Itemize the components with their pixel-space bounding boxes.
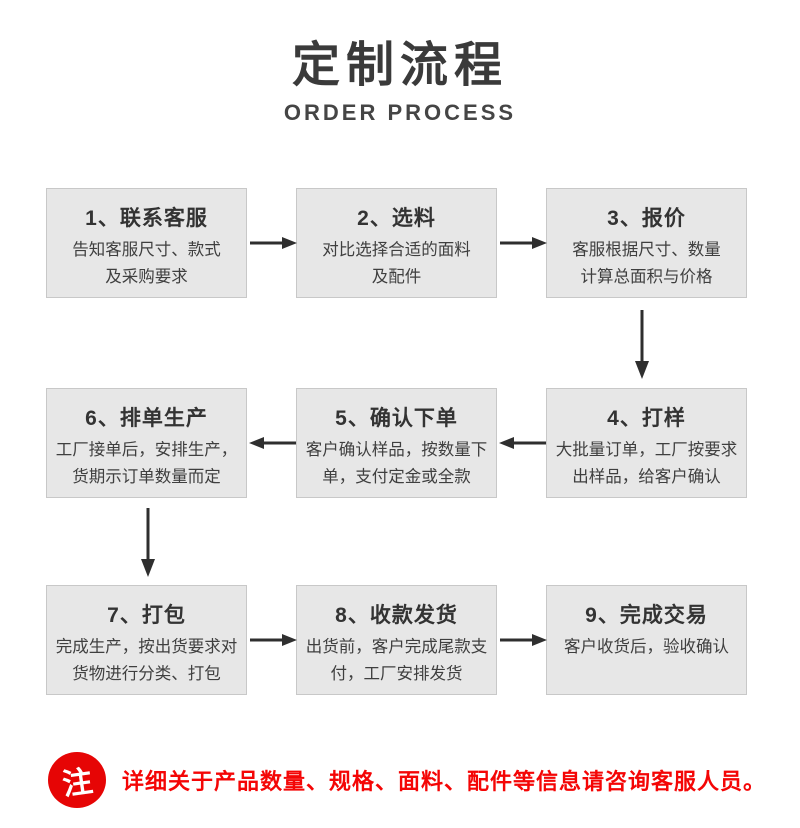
step-desc-line: 计算总面积与价格: [580, 268, 713, 286]
step-title: 9、完成交易: [585, 604, 708, 627]
page-subtitle: ORDER PROCESS: [283, 100, 517, 125]
step-desc-line: 单，支付定金或全款: [322, 468, 471, 486]
step-desc-line: 客户确认样品，按数量下: [305, 441, 488, 459]
step-box-7: 7、打包 完成生产，按出货要求对 货物进行分类、打包: [46, 585, 247, 695]
note-badge: 注: [48, 752, 106, 808]
step-desc: 客服根据尺寸、数量 计算总面积与价格: [547, 237, 746, 291]
step-title: 3、报价: [607, 207, 686, 230]
page-title: 定制流程: [291, 39, 508, 92]
step-desc-line: 工厂接单后，安排生产，: [55, 441, 238, 459]
step-title: 7、打包: [107, 604, 186, 627]
step-box-4: 4、打样 大批量订单，工厂按要求 出样品，给客户确认: [546, 388, 747, 498]
step-box-9: 9、完成交易 客户收货后，验收确认: [546, 585, 747, 695]
arrow-left-icon: [499, 437, 546, 449]
step-box-6: 6、排单生产 工厂接单后，安排生产， 货期示订单数量而定: [46, 388, 247, 498]
step-desc: 出货前，客户完成尾款支 付，工厂安排发货: [297, 634, 496, 688]
step-desc: 客户确认样品，按数量下 单，支付定金或全款: [297, 437, 496, 491]
step-desc-line: 完成生产，按出货要求对: [55, 638, 238, 656]
step-box-2: 2、选料 对比选择合适的面料 及配件: [296, 188, 497, 298]
step-box-1: 1、联系客服 告知客服尺寸、款式 及采购要求: [46, 188, 247, 298]
step-desc-line: 货期示订单数量而定: [72, 468, 221, 486]
step-desc: 对比选择合适的面料 及配件: [297, 237, 496, 291]
step-title: 2、选料: [357, 207, 436, 230]
step-box-8: 8、收款发货 出货前，客户完成尾款支 付，工厂安排发货: [296, 585, 497, 695]
step-box-3: 3、报价 客服根据尺寸、数量 计算总面积与价格: [546, 188, 747, 298]
arrow-right-icon: [500, 634, 547, 646]
arrow-left-icon: [249, 437, 296, 449]
arrow-right-icon: [250, 237, 297, 249]
step-desc: 告知客服尺寸、款式 及采购要求: [47, 237, 246, 291]
step-desc-line: 告知客服尺寸、款式: [72, 241, 221, 259]
step-desc-line: 出货前，客户完成尾款支: [305, 638, 488, 656]
note-badge-label: 注: [60, 765, 95, 802]
step-desc: 客户收货后，验收确认: [547, 634, 746, 661]
header: 定制流程 ORDER PROCESS: [0, 38, 800, 126]
step-title: 6、排单生产: [85, 407, 208, 430]
step-desc: 工厂接单后，安排生产， 货期示订单数量而定: [47, 437, 246, 491]
step-title: 8、收款发货: [335, 604, 458, 627]
step-desc-line: 对比选择合适的面料: [322, 241, 471, 259]
step-desc-line: 出样品，给客户确认: [572, 468, 721, 486]
arrow-right-icon: [250, 634, 297, 646]
step-desc-line: 客服根据尺寸、数量: [572, 241, 721, 259]
step-desc: 大批量订单，工厂按要求 出样品，给客户确认: [547, 437, 746, 491]
step-desc-line: 客户收货后，验收确认: [564, 638, 729, 656]
step-desc-line: 货物进行分类、打包: [72, 665, 221, 683]
note-text: 详细关于产品数量、规格、面料、配件等信息请咨询客服人员。: [122, 769, 767, 794]
step-desc-line: 及配件: [371, 268, 422, 286]
step-desc: 完成生产，按出货要求对 货物进行分类、打包: [47, 634, 246, 688]
arrow-right-icon: [500, 237, 547, 249]
step-box-5: 5、确认下单 客户确认样品，按数量下 单，支付定金或全款: [296, 388, 497, 498]
arrow-down-icon: [635, 310, 649, 379]
step-desc-line: 及采购要求: [105, 268, 188, 286]
step-desc-line: 大批量订单，工厂按要求: [555, 441, 738, 459]
arrow-down-icon: [141, 508, 155, 577]
step-desc-line: 付，工厂安排发货: [330, 665, 463, 683]
step-title: 5、确认下单: [335, 407, 458, 430]
step-title: 4、打样: [607, 407, 686, 430]
step-title: 1、联系客服: [85, 207, 208, 230]
